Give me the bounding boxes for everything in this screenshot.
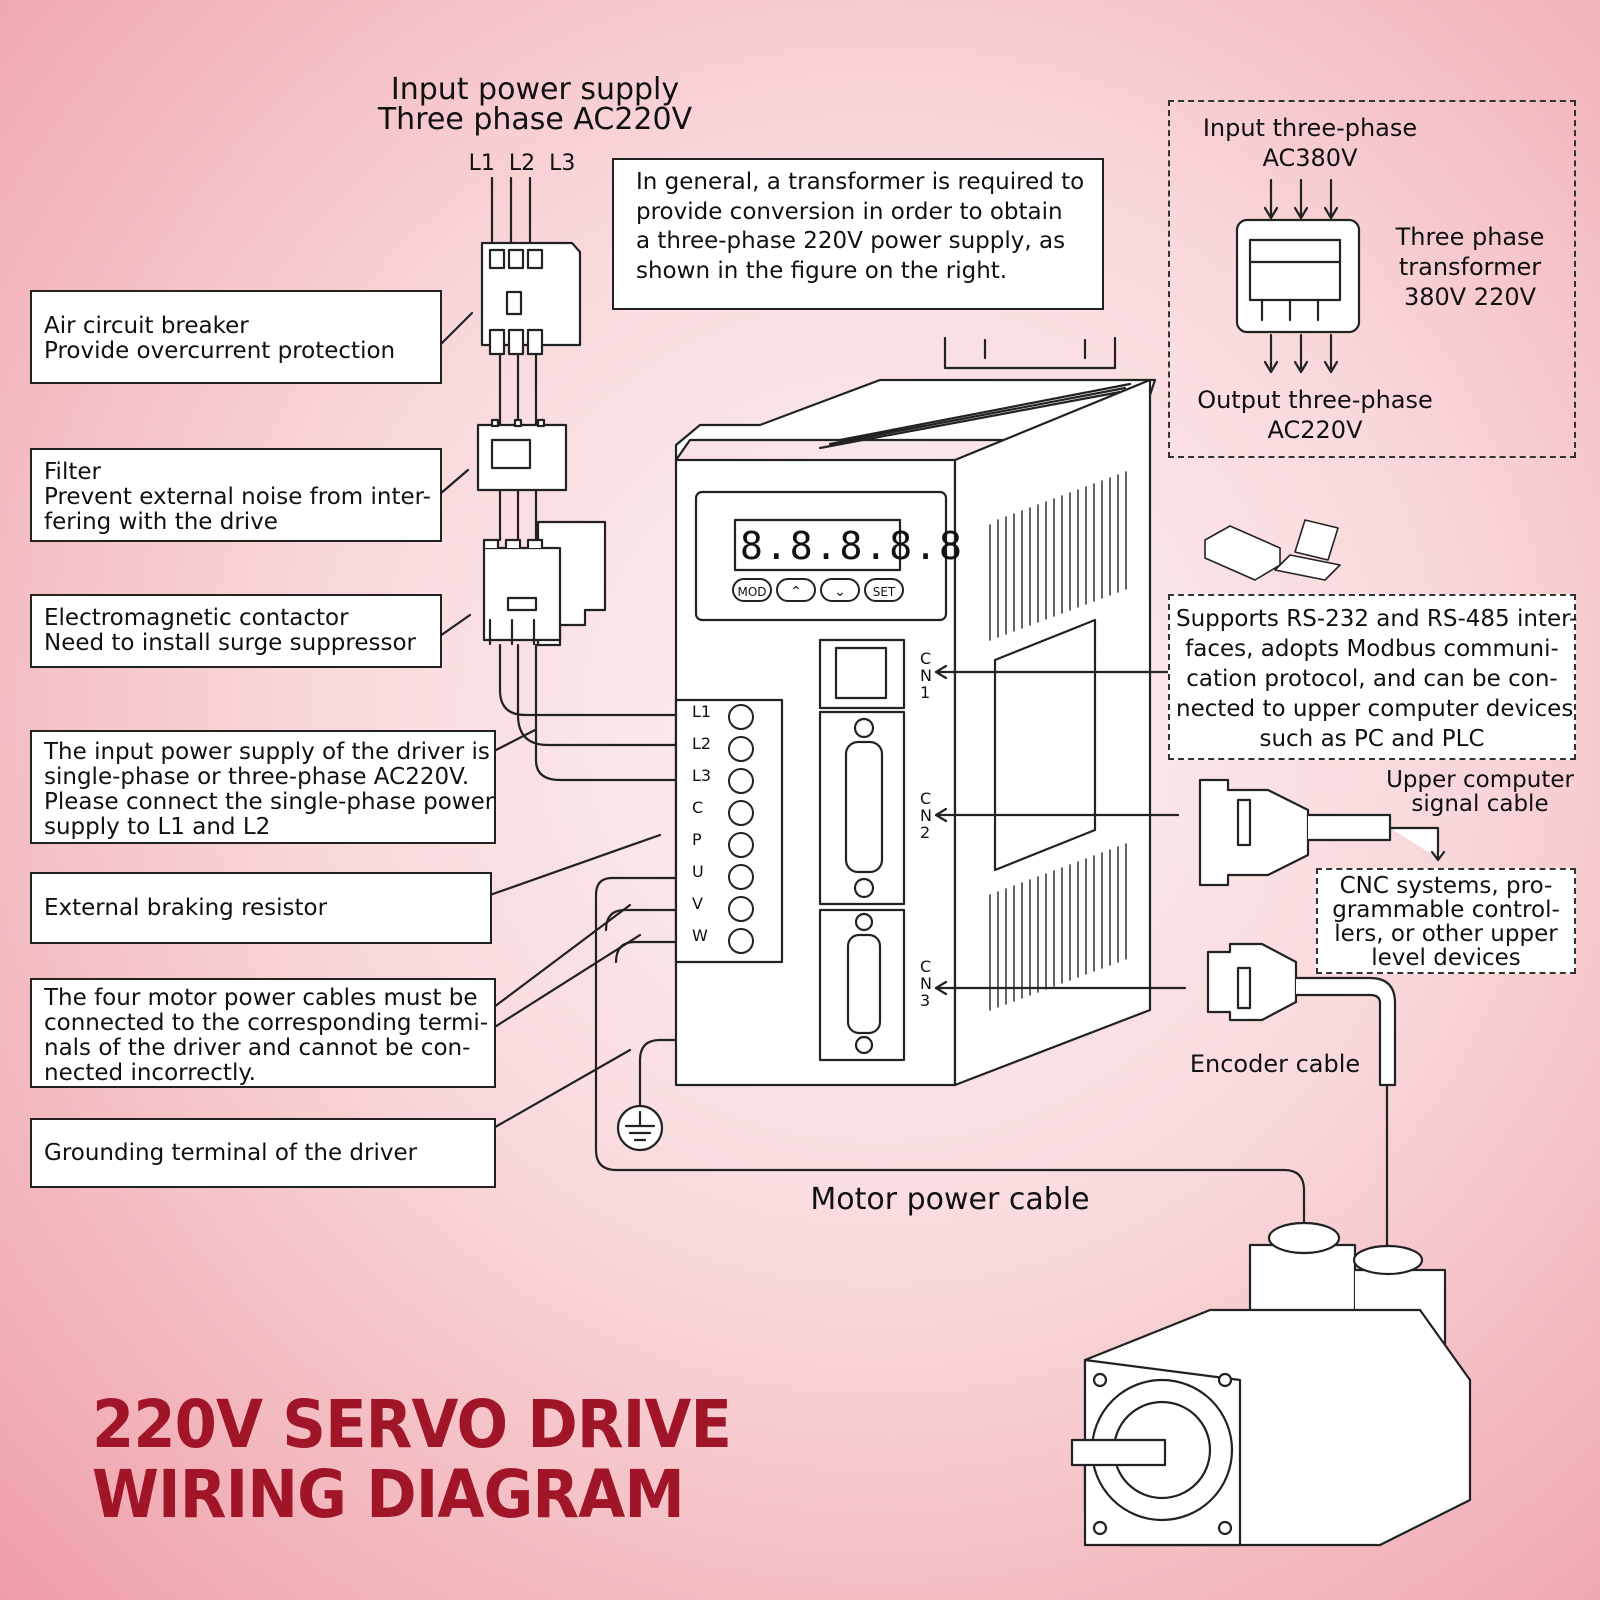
callout-filter: Filter Prevent external noise from inter…: [30, 448, 442, 542]
transformer-input-label: Input three-phase AC380V: [1202, 114, 1418, 172]
terminal-row: C: [692, 798, 704, 817]
callout-braking-resistor: External braking resistor: [30, 872, 492, 944]
callout-motor-cables: The four motor power cables must be conn…: [30, 978, 496, 1088]
phase-labels: L1 L2 L3: [468, 151, 576, 176]
callout-pointers: [438, 311, 662, 1132]
up-button[interactable]: ⌃: [776, 578, 816, 602]
servo-motor: [1070, 1221, 1472, 1547]
rs-interface-box: Supports RS-232 and RS-485 inter- faces,…: [1168, 594, 1577, 760]
comm-devices: [1204, 519, 1341, 581]
cn3-label: CN3: [920, 957, 932, 1010]
terminal-row: V: [692, 894, 703, 913]
electromagnetic-contactor: [482, 520, 607, 647]
transformer-symbol: [1235, 178, 1361, 374]
callout-contactor: Electromagnetic contactor Need to instal…: [30, 594, 442, 668]
noise-filter: [476, 418, 568, 492]
encoder-cable-label: Encoder cable: [1189, 1050, 1361, 1078]
upper-computer-connector: [1198, 778, 1446, 887]
terminal-row: P: [692, 830, 702, 849]
motor-power-cable-label: Motor power cable: [810, 1182, 1090, 1217]
terminal-row: L3: [692, 766, 712, 785]
cn-arrows: [934, 664, 1187, 996]
down-button[interactable]: ⌄: [820, 578, 860, 602]
transformer-box: [1168, 100, 1576, 458]
cn1-label: CN1: [920, 649, 932, 702]
callout-grounding: Grounding terminal of the driver: [30, 1118, 496, 1188]
terminal-row: U: [692, 862, 704, 881]
set-button[interactable]: SET: [864, 578, 904, 602]
drive-input-wires: [498, 643, 718, 782]
encoder-connector: [1206, 942, 1397, 1247]
mod-button[interactable]: MOD: [732, 578, 772, 602]
ground-symbol: [616, 1104, 664, 1152]
drive-display: 8.8.8.8.8: [740, 524, 964, 568]
page-title: 220V SERVO DRIVE WIRING DIAGRAM: [92, 1386, 732, 1533]
drive-buttons: MOD ⌃ ⌄ SET: [732, 578, 908, 604]
terminal-row: L1: [692, 702, 712, 721]
callout-air-circuit-breaker: Air circuit breaker Provide overcurrent …: [30, 290, 442, 384]
callout-input-power: The input power supply of the driver is …: [30, 730, 496, 844]
cn2-label: CN2: [920, 789, 932, 842]
terminal-row: W: [692, 926, 708, 945]
cnc-devices-box: CNC systems, pro- grammable control- ler…: [1316, 868, 1576, 974]
air-circuit-breaker: [480, 241, 582, 356]
transformer-output-label: Output three-phase AC220V: [1197, 386, 1433, 444]
supply-wires: [490, 176, 538, 542]
terminal-row: L2: [692, 734, 712, 753]
transformer-note: In general, a transformer is required to…: [612, 158, 1104, 310]
upper-signal-label: Upper computer signal cable: [1386, 767, 1574, 817]
input-supply-label: Input power supply Three phase AC220V: [377, 72, 693, 137]
transformer-name-label: Three phase transformer 380V 220V: [1395, 223, 1545, 311]
